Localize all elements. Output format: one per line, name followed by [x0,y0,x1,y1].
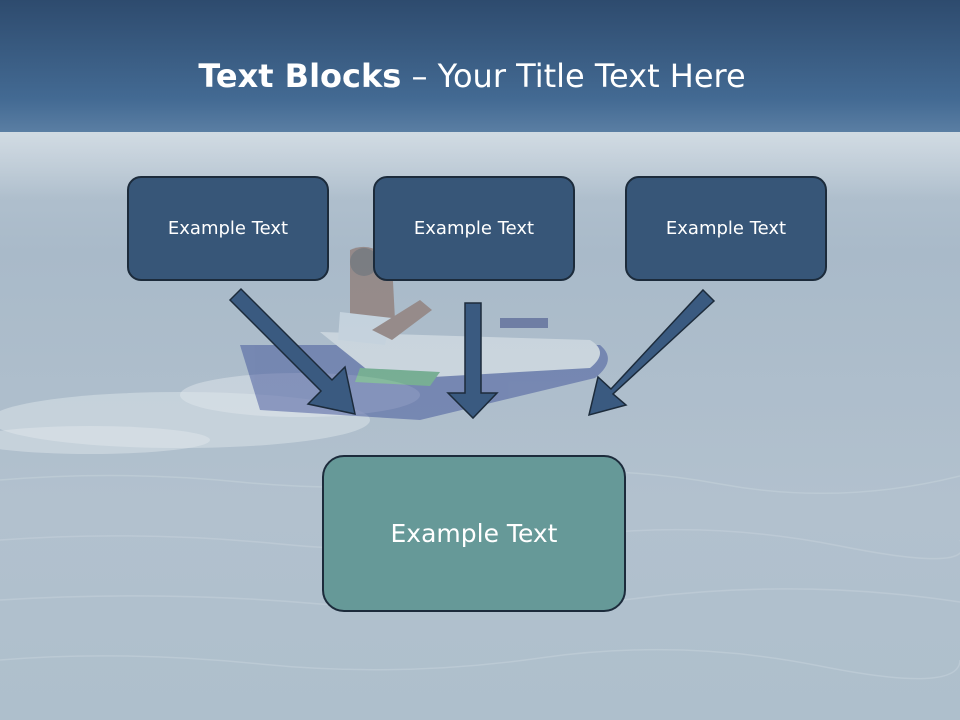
text-block-right-label: Example Text [665,218,787,239]
text-block-center-result: Example Text [322,455,626,612]
spray [0,373,420,454]
text-block-left-label: Example Text [167,218,289,239]
arrow-left-to-center [228,287,356,415]
jet-ski-photo [240,246,608,420]
title-bold: Text Blocks [198,57,402,95]
text-block-center-label: Example Text [413,218,535,239]
slide-title: Text Blocks – Your Title Text Here [0,54,944,98]
text-block-center-result-label: Example Text [390,519,558,548]
arrow-right-to-center [587,288,716,417]
title-separator: – [411,57,428,95]
text-block-right: Example Text [625,176,827,281]
arrow-center-down [446,302,499,420]
text-block-left: Example Text [127,176,329,281]
title-regular: Your Title Text Here [437,57,746,95]
text-block-center: Example Text [373,176,575,281]
